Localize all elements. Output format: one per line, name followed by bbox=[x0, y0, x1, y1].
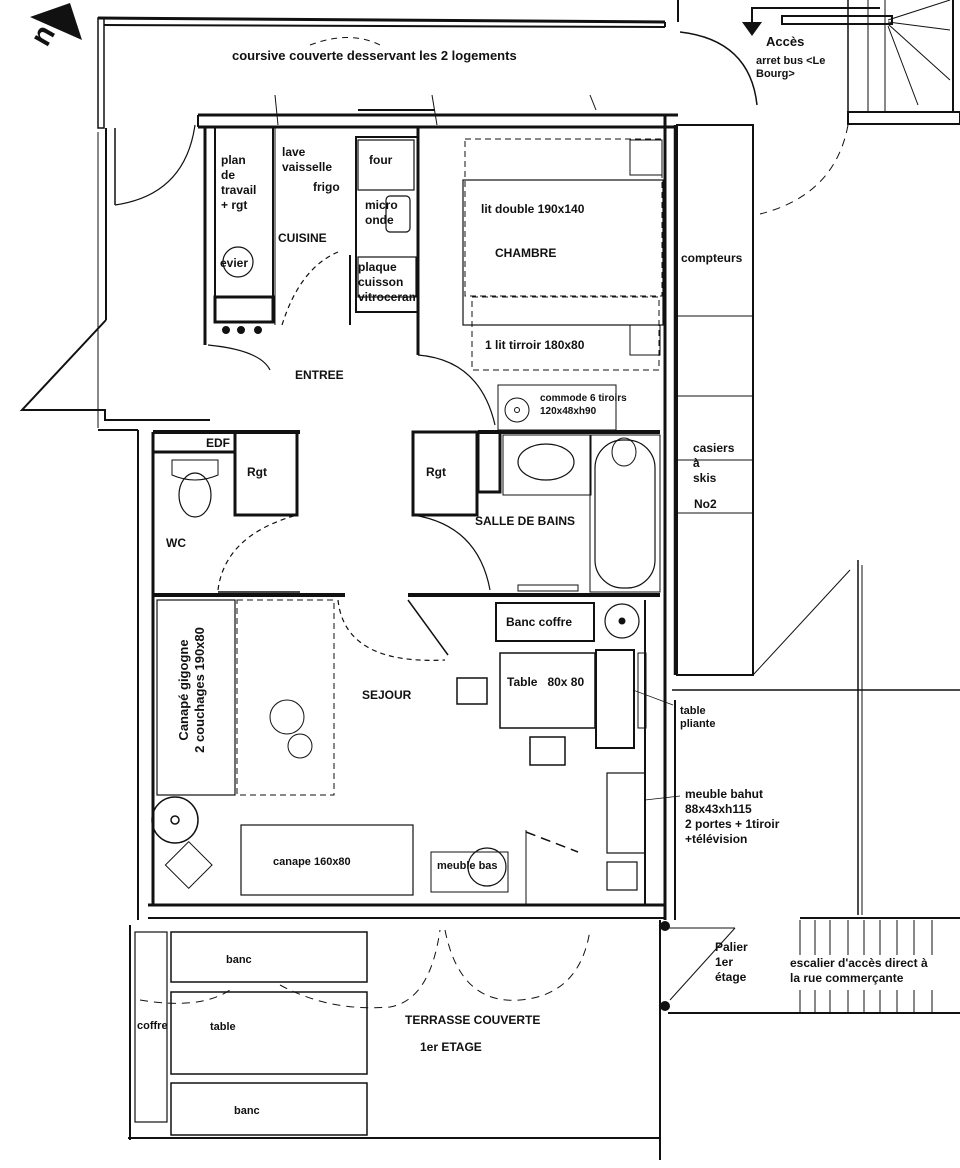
microwave-label: micro onde bbox=[365, 198, 398, 227]
trundle-bed-label: 1 lit tirroir 180x80 bbox=[485, 338, 585, 352]
terrace-bench-top-label: banc bbox=[226, 954, 252, 966]
oven-label: four bbox=[369, 153, 393, 167]
fridge-label: frigo bbox=[313, 180, 340, 194]
dining-table-label: Table 80x 80 bbox=[507, 675, 585, 689]
folding-table-label: table pliante bbox=[680, 705, 716, 730]
sofa-label: canape 160x80 bbox=[273, 856, 351, 868]
street-stairs-label: escalier d'accès direct à la rue commerç… bbox=[790, 956, 928, 985]
terrace-room-label: TERRASSE COUVERTE bbox=[405, 1013, 541, 1027]
kitchen-room-label: CUISINE bbox=[278, 231, 327, 245]
wc-storage-label: Rgt bbox=[247, 465, 267, 479]
bathroom-storage-label: Rgt bbox=[426, 465, 446, 479]
low-cabinet-label: meuble bas bbox=[437, 860, 498, 872]
hob-label: plaque cuisson vitroceram bbox=[358, 260, 420, 304]
sideboard-label: meuble bahut 88x43xh115 2 portes + 1tiro… bbox=[685, 787, 780, 846]
meters-label: compteurs bbox=[681, 251, 743, 265]
terrace-table-label: table bbox=[210, 1021, 236, 1033]
ski-lockers-label: casiers à skis bbox=[693, 441, 735, 485]
terrace-chest-label: coffre bbox=[137, 1020, 168, 1032]
edf-panel-label: EDF bbox=[206, 436, 230, 450]
sink-label: evier bbox=[220, 256, 249, 270]
access-bus-stop: arret bus <Le Bourg> bbox=[756, 55, 826, 80]
corridor-label: coursive couverte desservant les 2 logem… bbox=[232, 48, 517, 63]
bedroom-room-label: CHAMBRE bbox=[495, 246, 557, 260]
dishwasher-label: lave vaisselle bbox=[282, 145, 333, 174]
terrace-floor-label: 1er ETAGE bbox=[420, 1040, 482, 1054]
living-room-label: SEJOUR bbox=[362, 688, 412, 702]
bathroom-room-label: SALLE DE BAINS bbox=[475, 514, 576, 528]
entry-room-label: ENTREE bbox=[295, 368, 344, 382]
kitchen-worktop-label: plan de travail + rgt bbox=[221, 153, 257, 212]
access-title: Accès bbox=[766, 34, 805, 49]
landing-label: Palier 1er étage bbox=[715, 940, 748, 984]
bench-chest-label: Banc coffre bbox=[506, 615, 573, 629]
terrace-bench-bottom-label: banc bbox=[234, 1105, 260, 1117]
sofa-bed-label: Canapé gigogne 2 couchages 190x80 bbox=[176, 627, 207, 753]
dresser-label: commode 6 tiroirs 120x48xh90 bbox=[540, 393, 627, 417]
ski-locker-number: No2 bbox=[694, 497, 717, 511]
wc-room-label: WC bbox=[166, 536, 186, 550]
north-arrow-icon bbox=[30, 3, 82, 40]
double-bed-label: lit double 190x140 bbox=[481, 202, 585, 216]
